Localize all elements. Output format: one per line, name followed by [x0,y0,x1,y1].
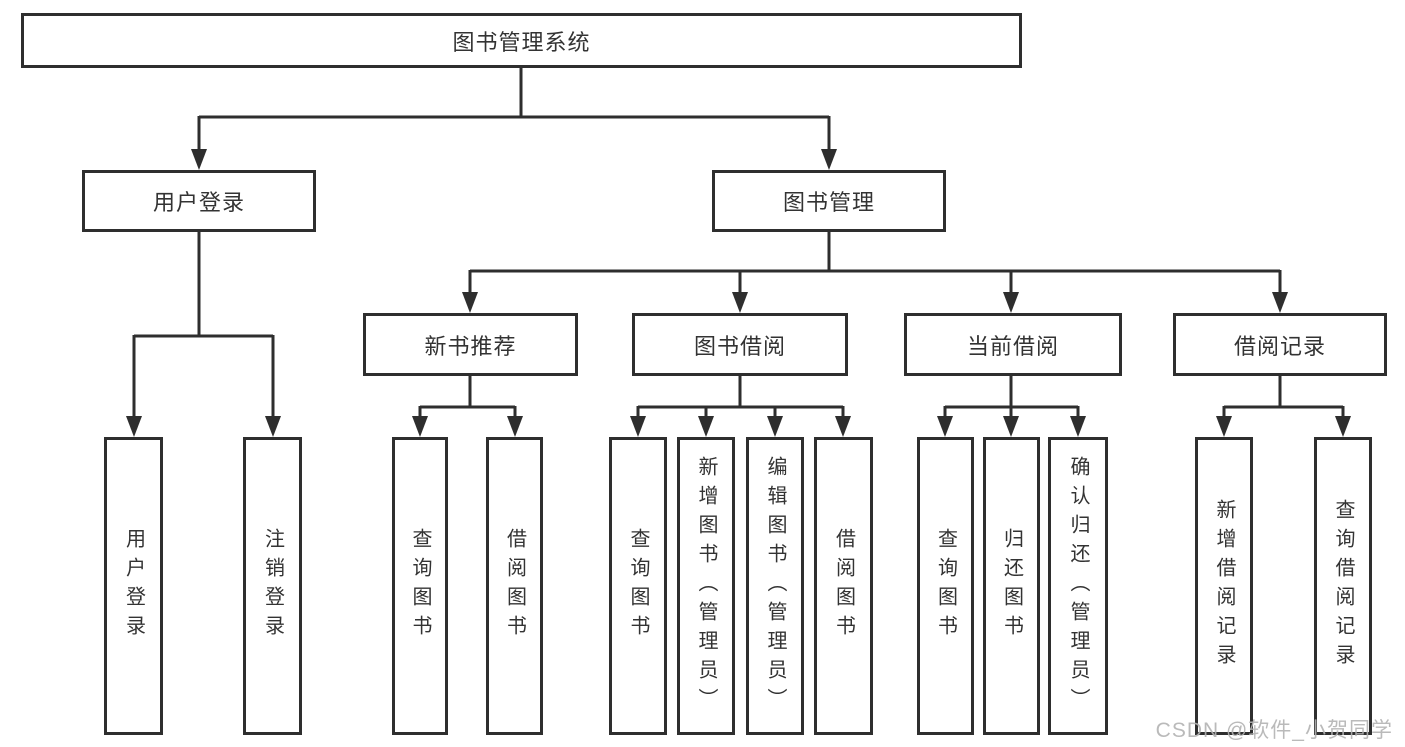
arrowhead [1216,416,1232,437]
leaf-label: 注销登录 [261,528,284,644]
node-label: 借阅记录 [1233,333,1326,359]
leaf-label: 查询图书 [934,528,957,644]
connector-borrowing-to-leaves [636,376,845,420]
arrowhead [1272,292,1288,313]
connector-records-to-leaves [1222,376,1345,420]
node-current-borrowing: 当前借阅 [904,313,1122,376]
node-book-management: 图书管理 [712,170,946,232]
arrowhead [732,292,748,313]
arrowhead [698,416,714,437]
leaf-logout: 注销登录 [243,437,302,735]
arrowhead [412,416,428,437]
leaf-borrowing-query-books: 查询图书 [609,437,667,735]
node-new-book-recommend: 新书推荐 [363,313,578,376]
arrowhead [507,416,523,437]
arrowhead [1070,416,1086,437]
arrowhead [1003,416,1019,437]
leaf-current-return-books: 归还图书 [983,437,1040,735]
connector-root-to-level2 [197,68,831,152]
leaf-label: 借阅图书 [503,528,526,644]
csdn-watermark: CSDN @软件_小贺同学 [1155,719,1393,742]
arrowhead [265,416,281,437]
leaf-borrowing-edit-books-admin: 编辑图书（管理员） [746,437,804,735]
arrowhead [1335,416,1351,437]
leaf-label: 编辑图书（管理员） [764,455,786,717]
arrowhead [630,416,646,437]
arrowhead [821,149,837,170]
leaf-borrowing-add-books-admin: 新增图书（管理员） [677,437,735,735]
arrowhead [835,416,851,437]
leaf-current-confirm-return-admin: 确认归还（管理员） [1048,437,1108,735]
leaf-label: 用户登录 [122,528,145,644]
leaf-label: 查询借阅记录 [1332,499,1354,673]
node-label: 图书管理系统 [452,29,591,55]
node-label: 新书推荐 [424,333,517,359]
leaf-label: 确认归还（管理员） [1067,455,1089,717]
node-label: 图书管理 [782,190,875,215]
node-book-borrowing: 图书借阅 [632,313,848,376]
leaf-label: 查询图书 [627,528,649,644]
connector-mgmt-to-level3 [468,232,1282,296]
arrowhead [767,416,783,437]
leaf-label: 归还图书 [1000,528,1023,644]
node-borrowing-records: 借阅记录 [1173,313,1387,376]
leaf-recommend-query-books: 查询图书 [392,437,448,735]
leaf-current-query-books: 查询图书 [917,437,974,735]
node-label: 用户登录 [152,190,245,215]
connector-current-to-leaves [943,376,1080,420]
arrowhead [937,416,953,437]
leaf-label: 借阅图书 [832,528,855,644]
leaf-recommend-borrow-books: 借阅图书 [486,437,543,735]
leaf-label: 新增图书（管理员） [695,455,717,717]
connector-login-to-leaves [132,232,275,419]
leaf-label: 新增借阅记录 [1213,499,1235,673]
leaf-borrowing-borrow-books: 借阅图书 [814,437,873,735]
arrowhead [126,416,142,437]
connector-recommend-to-leaves [418,376,517,420]
arrowhead [1003,292,1019,313]
arrowheads [126,149,1351,437]
leaf-label: 查询图书 [409,528,431,644]
node-label: 图书借阅 [693,333,786,359]
leaf-records-add-record: 新增借阅记录 [1195,437,1253,735]
node-library-management-system: 图书管理系统 [21,13,1022,68]
connector-lines [132,68,1345,420]
node-label: 当前借阅 [966,333,1059,359]
node-user-login: 用户登录 [82,170,316,232]
leaf-records-query-record: 查询借阅记录 [1314,437,1372,735]
arrowhead [462,292,478,313]
arrowhead [191,149,207,170]
leaf-user-login: 用户登录 [104,437,163,735]
